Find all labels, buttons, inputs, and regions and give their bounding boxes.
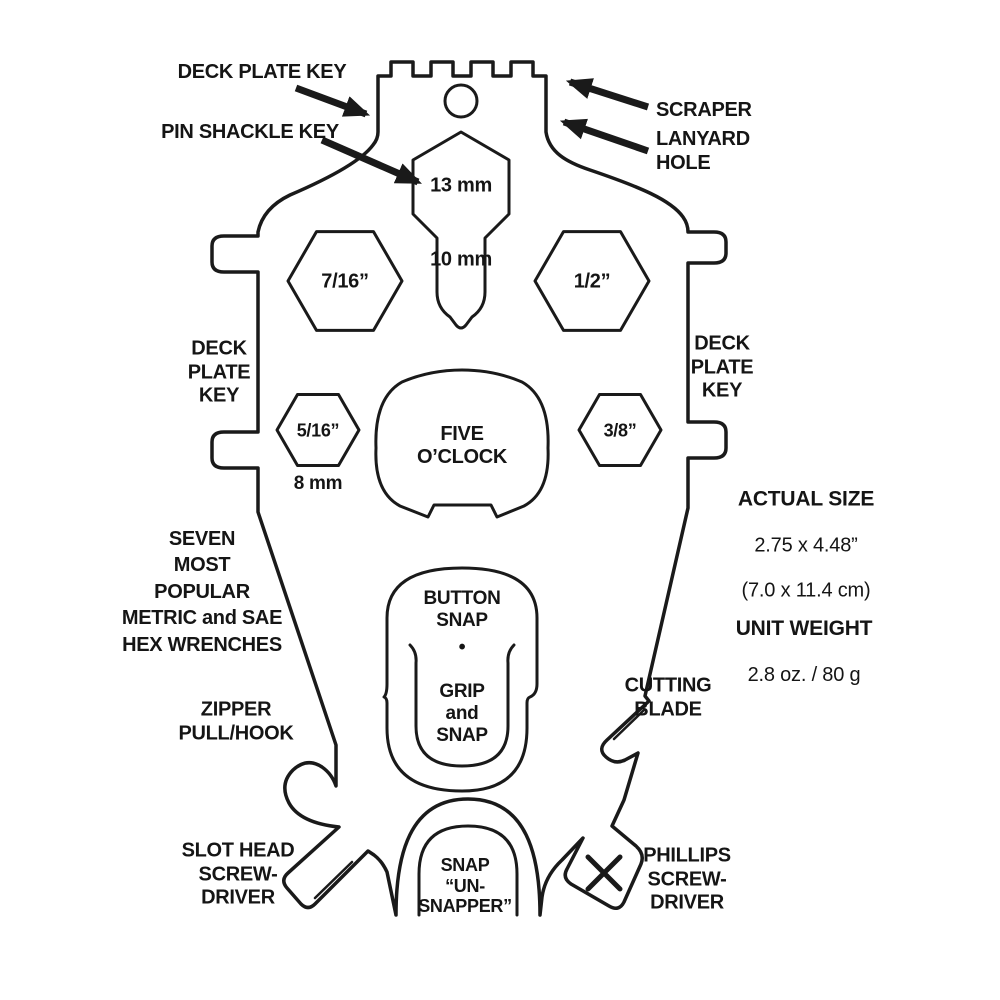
marking-snap-unsnapper: SNAP “UN- SNAPPER” [418, 854, 512, 917]
callout-scraper: SCRAPER [656, 99, 752, 122]
callout-zipper-pull-hook: ZIPPER PULL/HOOK [178, 698, 294, 744]
unit-weight-value: 2.8 oz. / 80 g [747, 663, 861, 686]
marking-hex-5-16: 5/16” [296, 420, 340, 441]
grip-snap-inner-u [408, 643, 516, 768]
button-snap-cutout [382, 566, 539, 793]
marking-button-snap: BUTTON SNAP [423, 588, 501, 631]
five-oclock-cutout [374, 368, 550, 519]
callout-deck-plate-key-left: DECK PLATE KEY [187, 337, 251, 407]
actual-size-block: ACTUAL SIZE 2.75 x 4.48” (7.0 x 11.4 cm) [738, 468, 874, 621]
actual-size-inches: 2.75 x 4.48” [754, 533, 858, 556]
pin-shackle-key-cutout [411, 130, 511, 330]
actual-size-cm: (7.0 x 11.4 cm) [741, 579, 871, 602]
marking-hex-1-2: 1/2” [573, 270, 611, 293]
marking-10mm: 10 mm [430, 248, 492, 271]
unit-weight-block: UNIT WEIGHT 2.8 oz. / 80 g [736, 598, 873, 706]
actual-size-title: ACTUAL SIZE [737, 487, 875, 511]
lanyard-hole-cutout [443, 83, 479, 119]
hex-cutout-7-16 [286, 230, 404, 332]
unit-weight-title: UNIT WEIGHT [735, 616, 873, 640]
marking-13mm: 13 mm [430, 174, 492, 197]
marking-8mm: 8 mm [293, 473, 343, 495]
cutting-blade-edge-line [612, 708, 646, 741]
marking-hex-7-16: 7/16” [321, 270, 369, 293]
arrow-scraper [565, 78, 650, 111]
callout-slot-head-screwdriver: SLOT HEAD SCREW- DRIVER [181, 839, 295, 909]
marking-snap-dot: • [458, 636, 466, 659]
slot-screwdriver-blade-line [313, 860, 354, 900]
phillips-cross-icon [585, 854, 623, 892]
arrow-deck-plate-key-top [294, 84, 371, 118]
callout-deck-plate-key-right: DECK PLATE KEY [690, 332, 754, 402]
callout-hex-wrenches: SEVEN MOST POPULAR METRIC and SAE HEX WR… [121, 528, 283, 656]
callout-pin-shackle-key: PIN SHACKLE KEY [161, 121, 339, 144]
callout-phillips-screwdriver: PHILLIPS SCREW- DRIVER [643, 844, 731, 914]
arrow-lanyard-hole [559, 118, 650, 155]
hex-cutout-3-8 [577, 393, 663, 467]
marking-grip-and-snap: GRIP and SNAP [436, 681, 488, 746]
callout-deck-plate-key-top: DECK PLATE KEY [177, 61, 347, 84]
snap-unsnapper-inner-arch [417, 824, 519, 917]
arrow-pin-shackle-key [320, 136, 422, 186]
marking-hex-3-8: 3/8” [603, 420, 637, 441]
marking-five-oclock: FIVE O’CLOCK [416, 423, 508, 468]
hex-cutout-1-2 [533, 230, 651, 332]
hex-cutout-5-16 [275, 393, 361, 467]
callout-cutting-blade: CUTTING BLADE [624, 674, 712, 720]
callout-lanyard-hole: LANYARD HOLE [656, 128, 750, 174]
